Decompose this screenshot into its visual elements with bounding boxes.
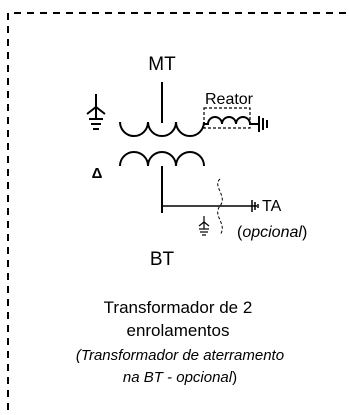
primary-winding xyxy=(119,121,205,137)
caption-line-2: enrolamentos xyxy=(126,321,229,340)
reactor-optional-box xyxy=(203,107,251,129)
ta-ground-icon xyxy=(251,200,259,212)
caption-line-4: na BT - opcional) xyxy=(123,369,237,386)
secondary-winding xyxy=(119,151,205,167)
delta-symbol-icon: Δ xyxy=(92,165,103,182)
grounding-transformer-icon xyxy=(198,216,210,236)
dashed-boundary xyxy=(7,12,349,410)
ta-dashed-curve xyxy=(217,178,223,236)
caption-line-1: Transformador de 2 xyxy=(104,298,253,317)
reactor-coil-icon xyxy=(204,116,268,132)
ta-label: TA xyxy=(262,198,282,215)
ta-optional-label: (opcional) xyxy=(237,224,307,241)
bt-label: BT xyxy=(150,249,175,270)
caption-line-3: (Transformador de aterramento xyxy=(76,347,284,364)
reactor-label: Reator xyxy=(205,91,254,108)
wye-grounded-icon xyxy=(86,94,106,130)
mt-label: MT xyxy=(148,54,176,75)
